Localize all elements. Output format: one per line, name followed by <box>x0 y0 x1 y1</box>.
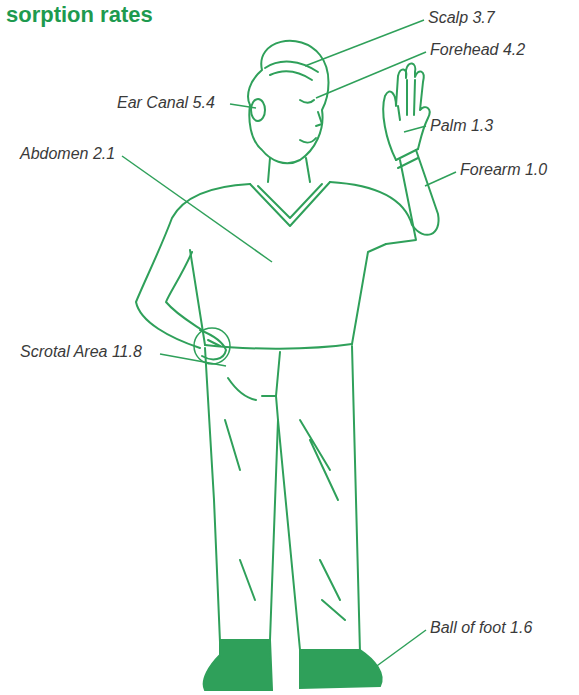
region-label: Ball of foot 1.6 <box>430 618 532 638</box>
region-label: Palm 1.3 <box>430 116 493 136</box>
region-label: Scalp 3.7 <box>428 8 495 28</box>
title: sorption rates <box>6 2 153 28</box>
region-label: Ear Canal 5.4 <box>117 93 215 113</box>
region-label: Abdomen 2.1 <box>20 144 115 164</box>
region-label: Scrotal Area 11.8 <box>20 342 142 362</box>
region-label: Forehead 4.2 <box>430 40 525 60</box>
region-label: Forearm 1.0 <box>460 160 547 180</box>
